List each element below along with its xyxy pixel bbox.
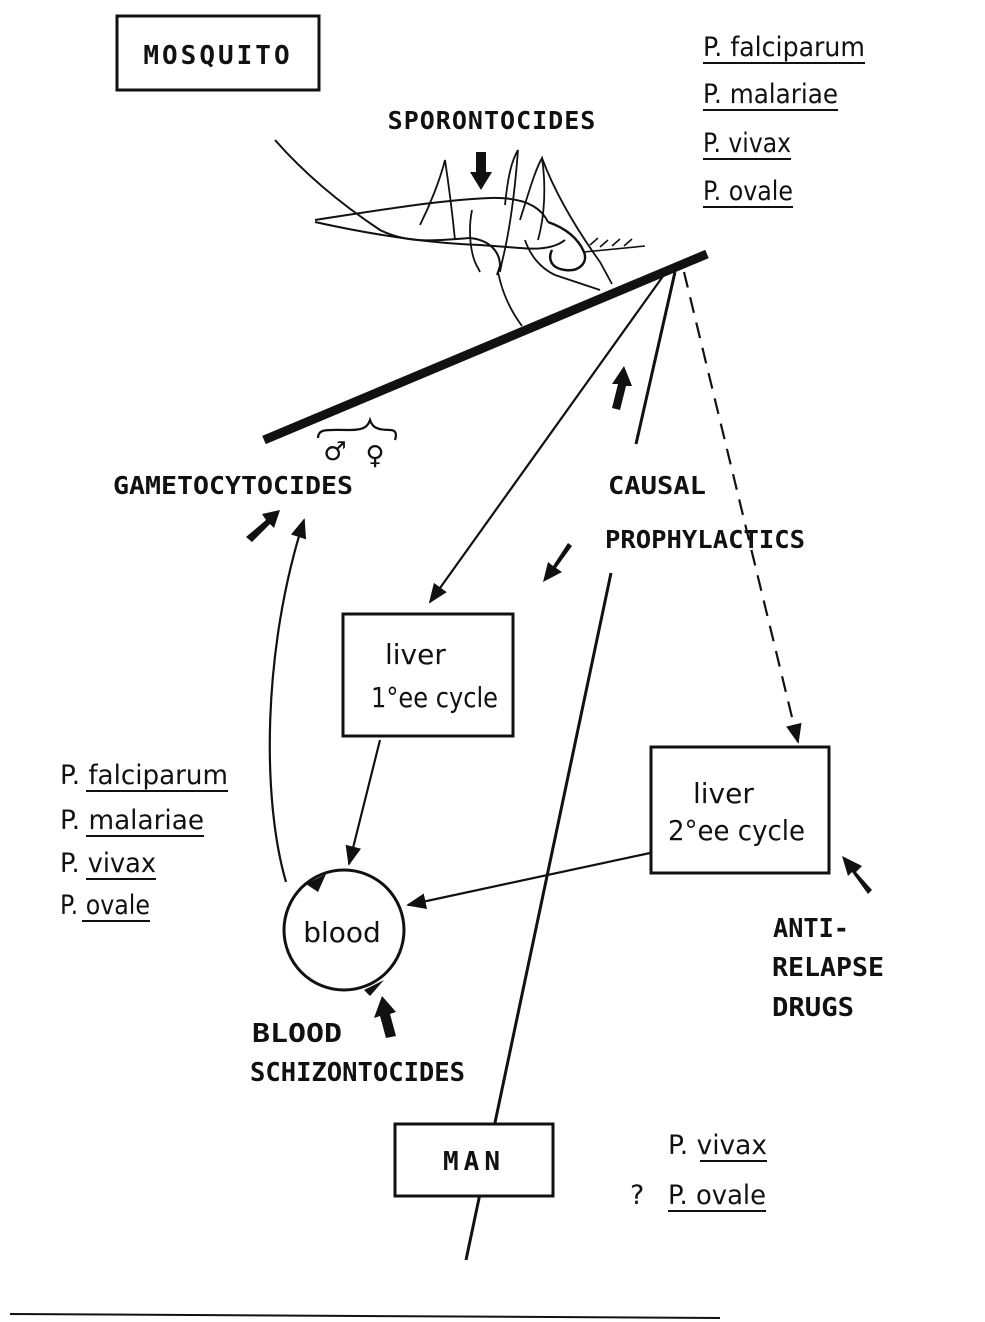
female-symbol: ♀ bbox=[365, 441, 384, 471]
liver1-label: liver bbox=[385, 638, 446, 671]
mosquito-drawing bbox=[275, 140, 645, 326]
schizontocides-label: SCHIZONTOCIDES bbox=[250, 1058, 465, 1088]
sporontocides-arrow bbox=[470, 152, 492, 190]
relapse-label: RELAPSE bbox=[772, 953, 884, 983]
liver1-to-blood-arrow bbox=[349, 740, 380, 864]
drugs-label: DRUGS bbox=[772, 993, 854, 1023]
species-left-vivax: P. vivax bbox=[60, 848, 156, 879]
liver-2ee-box bbox=[651, 747, 829, 873]
species-left-ovale: P. ovale bbox=[60, 890, 150, 921]
bottom-rule bbox=[10, 1314, 720, 1318]
species-left-malariae: P. malariae bbox=[60, 805, 204, 836]
hypnozoite-dashed-arrow bbox=[684, 272, 798, 742]
liver1-cycle-label: 1°ee cycle bbox=[371, 681, 498, 714]
species-top-ovale: P. ovale bbox=[703, 176, 793, 207]
species-list-top: P. falciparum P. malariae P. vivax P. ov… bbox=[703, 32, 865, 207]
liver2-to-blood-arrow bbox=[408, 853, 650, 905]
mosquito-label: MOSQUITO bbox=[143, 41, 292, 71]
species-top-malariae: P. malariae bbox=[703, 79, 838, 110]
blood-stage-label: blood bbox=[303, 916, 381, 949]
blood-to-gametocyte-arrow bbox=[270, 520, 304, 882]
liver2-label: liver bbox=[693, 777, 754, 810]
species-top-falciparum: P. falciparum bbox=[703, 32, 865, 63]
causal-arrow-down bbox=[543, 543, 572, 582]
sporontocides-label: SPORONTOCIDES bbox=[388, 106, 597, 135]
gametocytocides-label: GAMETOCYTOCIDES bbox=[113, 471, 353, 500]
male-symbol: ♂ bbox=[323, 437, 346, 467]
blood-schizontocides-arrow bbox=[374, 996, 396, 1038]
anti-relapse-arrow bbox=[842, 856, 872, 894]
blood-drug-label: BLOOD bbox=[252, 1019, 342, 1049]
prophylactics-label: PROPHYLACTICS bbox=[605, 525, 805, 554]
species-bottom-vivax: P. vivax bbox=[668, 1130, 767, 1161]
species-left-falciparum: P. falciparum bbox=[60, 760, 228, 791]
species-bottom-ovale: P. ovale bbox=[668, 1180, 766, 1211]
species-bottom-question-mark: ? bbox=[630, 1180, 644, 1211]
liver2-cycle-label: 2°ee cycle bbox=[668, 814, 805, 847]
causal-indicator-line bbox=[636, 272, 675, 444]
causal-arrow-up bbox=[612, 366, 632, 410]
skin-line bbox=[264, 254, 707, 440]
causal-label: CAUSAL bbox=[608, 471, 706, 500]
gametocytocides-arrow bbox=[246, 510, 280, 542]
species-list-bottom: P. vivax ? P. ovale bbox=[630, 1130, 767, 1211]
species-top-vivax: P. vivax bbox=[703, 128, 791, 159]
species-list-left: P. falciparum P. malariae P. vivax P. ov… bbox=[60, 760, 228, 921]
liver-1ee-box bbox=[343, 614, 513, 736]
anti-label: ANTI- bbox=[773, 914, 849, 944]
man-label: MAN bbox=[443, 1147, 505, 1177]
